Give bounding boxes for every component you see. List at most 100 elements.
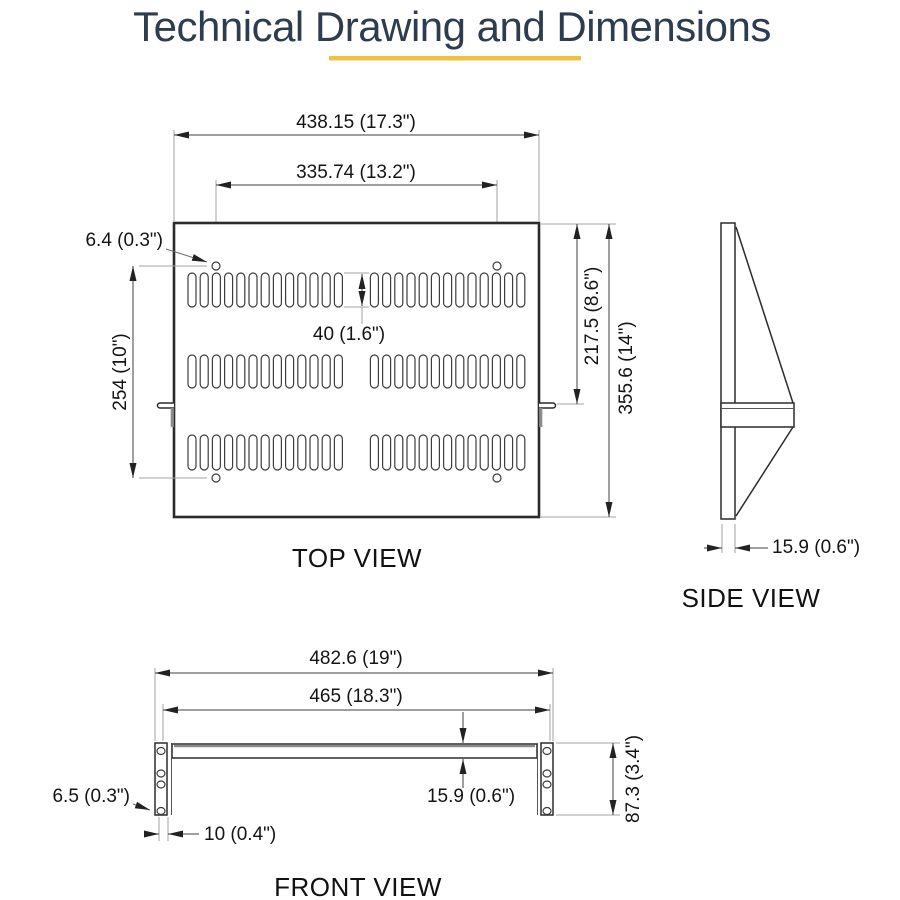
vent-slot xyxy=(516,434,526,471)
dim-flange-width: 10 (0.4") xyxy=(144,817,276,845)
vent-slot xyxy=(199,272,209,308)
mount-hole xyxy=(211,473,221,483)
vent-slot xyxy=(285,272,295,308)
vent-slot xyxy=(394,354,404,389)
side-view-label: SIDE VIEW xyxy=(682,583,821,613)
dim-label-front-shelf-thickness: 15.9 (0.6") xyxy=(427,786,515,807)
dim-label-front-overall-width: 482.6 (19") xyxy=(309,648,402,669)
dim-top-overall-width: 438.15 (17.3") xyxy=(173,112,540,221)
side-profile-bracket-band xyxy=(720,402,795,428)
dim-label-ear-hole-diameter: 6.5 (0.3") xyxy=(52,786,130,807)
vent-slot xyxy=(321,354,331,389)
vent-slot xyxy=(297,272,307,308)
vent-slot xyxy=(224,272,234,308)
dim-front-inner-width: 465 (18.3") xyxy=(162,686,551,741)
vent-slot xyxy=(467,354,477,389)
vent-slot xyxy=(491,354,501,389)
shelf-plate-outline xyxy=(172,221,541,519)
dim-label-slot-length: 40 (1.6") xyxy=(313,324,385,345)
vent-slot xyxy=(479,272,489,308)
vent-slot xyxy=(369,434,379,471)
vent-slot xyxy=(211,272,221,308)
right-rack-ear xyxy=(537,742,554,816)
dim-label-flange-width: 10 (0.4") xyxy=(204,824,276,845)
vent-slot xyxy=(333,272,343,308)
side-view: 15.9 (0.6") SIDE VIEW xyxy=(682,222,860,613)
vent-slot xyxy=(504,434,514,471)
ear-hole xyxy=(156,806,166,816)
dim-label-top-overall-width: 438.15 (17.3") xyxy=(296,112,416,133)
vent-slot xyxy=(394,272,404,308)
page-title: Technical Drawing and Dimensions xyxy=(133,3,771,50)
vent-slot xyxy=(333,354,343,389)
ear-hole xyxy=(156,746,166,756)
vent-slot xyxy=(248,272,258,308)
vent-slot xyxy=(187,434,197,471)
ear-hole xyxy=(156,769,166,778)
vent-slot xyxy=(369,354,379,389)
vent-slot xyxy=(443,272,453,308)
dim-overall-depth: 355.6 (14") xyxy=(541,224,637,518)
vent-slot xyxy=(285,354,295,389)
dim-label-flange-height: 87.3 (3.4") xyxy=(623,735,644,823)
vent-slot xyxy=(248,354,258,389)
vent-slot xyxy=(272,354,282,389)
vent-slot xyxy=(455,354,465,389)
vent-slot xyxy=(236,434,246,471)
vent-slot xyxy=(248,434,258,471)
vent-slot xyxy=(406,434,416,471)
vent-slot xyxy=(467,272,477,308)
dim-label-front-to-bracket: 217.5 (8.6") xyxy=(582,267,603,366)
vent-slot xyxy=(418,434,428,471)
vent-slot xyxy=(418,354,428,389)
vent-slot xyxy=(479,434,489,471)
dim-top-hole-diameter: 6.4 (0.3") xyxy=(85,230,208,263)
left-rack-ear xyxy=(154,742,172,816)
dim-front-to-bracket: 217.5 (8.6") xyxy=(541,223,616,405)
vent-slot xyxy=(260,434,270,471)
dim-label-hole-row-spacing: 254 (10") xyxy=(110,333,131,411)
mount-hole xyxy=(211,261,221,271)
vent-slot xyxy=(443,354,453,389)
vent-slot xyxy=(187,354,197,389)
dim-label-overall-depth: 355.6 (14") xyxy=(616,321,637,414)
left-bracket-tab xyxy=(156,402,174,427)
right-bracket-tab xyxy=(539,402,557,427)
ear-hole xyxy=(156,780,166,789)
vent-slot xyxy=(491,434,501,471)
vent-slot xyxy=(260,272,270,308)
dim-label-top-hole-spacing: 335.74 (13.2") xyxy=(296,162,416,183)
vent-slot xyxy=(211,434,221,471)
ear-hole xyxy=(542,780,552,789)
vent-slot xyxy=(394,434,404,471)
vent-slot xyxy=(272,272,282,308)
front-view-label: FRONT VIEW xyxy=(274,872,442,900)
vent-slot xyxy=(479,354,489,389)
top-view-label: TOP VIEW xyxy=(292,543,422,573)
dim-hole-row-spacing: 254 (10") xyxy=(110,265,207,479)
mount-hole xyxy=(492,473,502,483)
vent-slot xyxy=(455,272,465,308)
vent-slot xyxy=(309,272,319,308)
vent-slot xyxy=(504,354,514,389)
vent-slot xyxy=(297,434,307,471)
vent-slot xyxy=(467,434,477,471)
dim-side-thickness: 15.9 (0.6") xyxy=(704,524,860,558)
vent-slot xyxy=(516,272,526,308)
title-accent-underline xyxy=(329,56,581,61)
side-profile-bottom-slant xyxy=(735,426,794,517)
vent-slot xyxy=(443,434,453,471)
vent-slot xyxy=(321,272,331,308)
vent-slots xyxy=(187,272,526,471)
vent-slot xyxy=(430,354,440,389)
vent-slot xyxy=(321,434,331,471)
vent-slot xyxy=(199,354,209,389)
vent-slot xyxy=(455,434,465,471)
dim-front-overall-width: 482.6 (19") xyxy=(154,648,554,741)
vent-slot xyxy=(504,272,514,308)
vent-slot xyxy=(406,354,416,389)
side-profile-top-slant xyxy=(735,226,794,404)
dim-ear-hole-diameter: 6.5 (0.3") xyxy=(52,786,151,811)
vent-slot xyxy=(211,354,221,389)
